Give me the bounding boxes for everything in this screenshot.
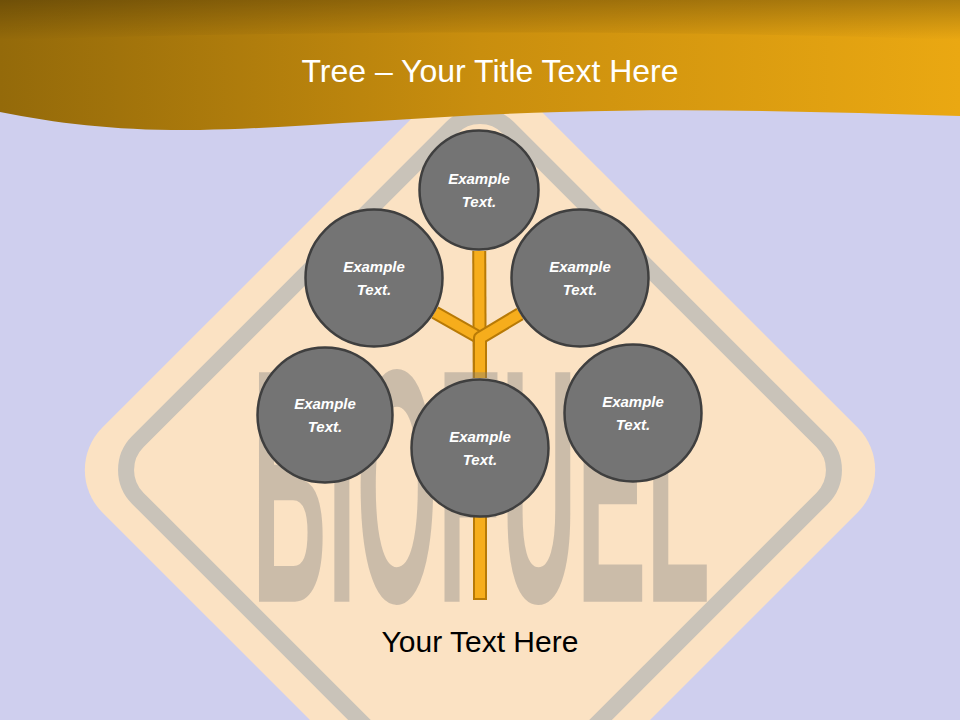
circle-shape bbox=[565, 345, 702, 482]
sign-diamond bbox=[60, 50, 900, 720]
node-text: Example Text. bbox=[286, 392, 364, 438]
circle-node: Example Text. bbox=[563, 343, 703, 483]
circle-outline bbox=[510, 208, 650, 348]
circle-node: Example Text. bbox=[304, 208, 444, 348]
circle-outline bbox=[256, 346, 394, 484]
circle-node: Example Text. bbox=[418, 129, 540, 251]
circle-shape bbox=[306, 210, 443, 347]
band-shade bbox=[0, 0, 960, 40]
circle-node: Example Text. bbox=[510, 208, 650, 348]
circle-outline bbox=[410, 378, 550, 518]
circle-node: Example Text. bbox=[256, 346, 394, 484]
node-text: Example Text. bbox=[541, 255, 619, 301]
circle-outline bbox=[418, 129, 540, 251]
circle-shape bbox=[412, 380, 549, 517]
circle-shape bbox=[512, 210, 649, 347]
circle-shape bbox=[420, 131, 539, 250]
node-text: Example Text. bbox=[594, 390, 672, 436]
node-text: Example Text. bbox=[440, 167, 518, 213]
sign-plate bbox=[60, 50, 900, 720]
circle-outline bbox=[304, 208, 444, 348]
node-text: Example Text. bbox=[441, 425, 519, 471]
circle-node: Example Text. bbox=[410, 378, 550, 518]
circle-outline bbox=[563, 343, 703, 483]
caption-text: Your Text Here bbox=[0, 625, 960, 659]
node-text: Example Text. bbox=[335, 255, 413, 301]
slide-title: Tree – Your Title Text Here bbox=[0, 53, 960, 90]
circle-shape bbox=[258, 348, 393, 483]
